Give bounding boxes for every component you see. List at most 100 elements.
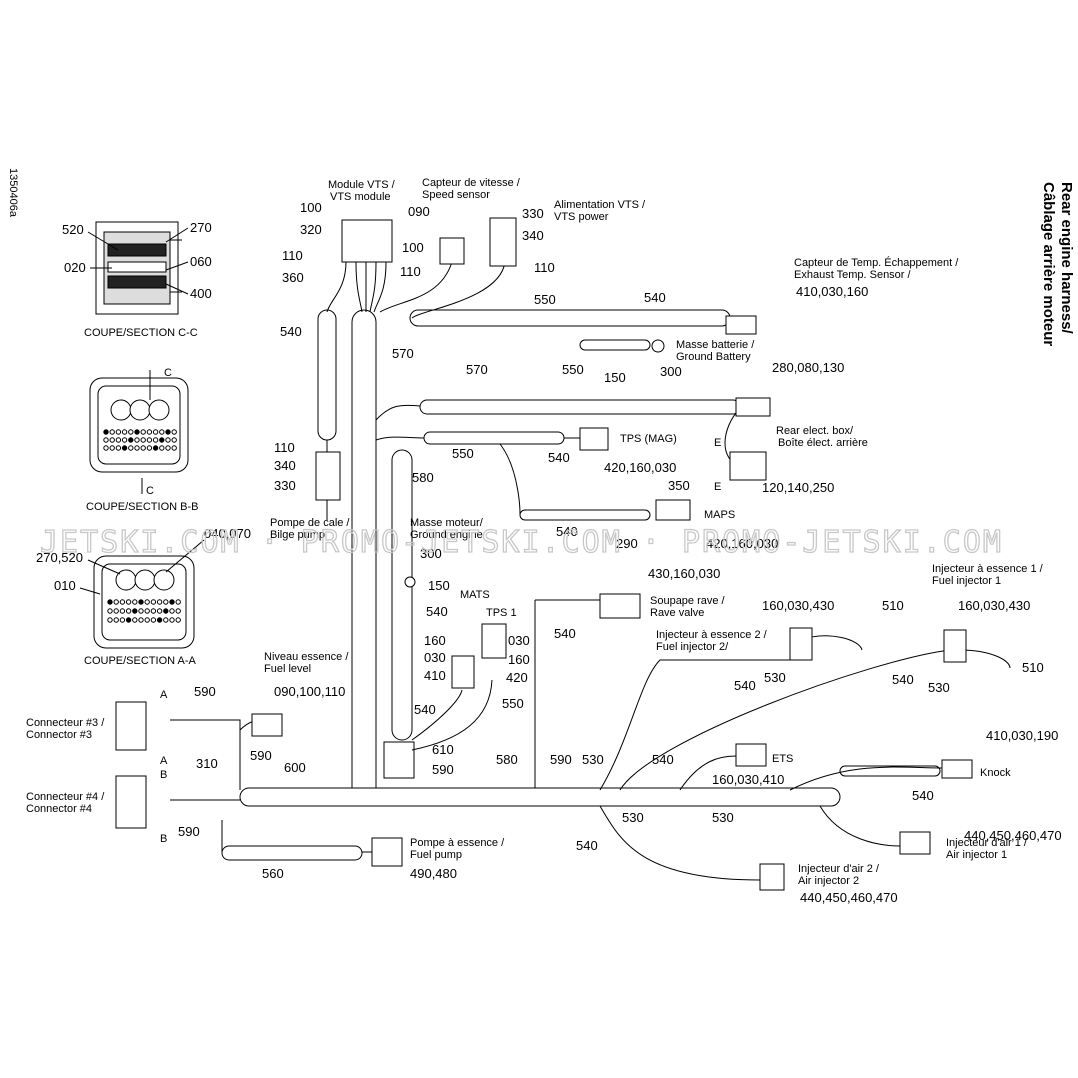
connector-pin	[138, 608, 144, 614]
callout-c090-100-110: 090,100,110	[274, 684, 345, 699]
callout-c530e: 530	[712, 810, 734, 825]
connector-4	[115, 775, 147, 829]
bilge-pump-en: Bilge pump	[270, 529, 325, 541]
connector-vts-110-340-330	[315, 451, 341, 501]
callout-c110d: 110	[274, 440, 295, 455]
rear-box-en: Rear elect. box/	[776, 425, 854, 437]
callout-c440-450-460-470a: 440,450,460,470	[964, 828, 1062, 843]
cc-part-020: 020	[64, 260, 86, 275]
connector-pin	[169, 599, 175, 605]
connector-rear-box	[729, 451, 767, 481]
air-injector-1-fr: Injecteur d'air 1 /	[946, 837, 1028, 849]
connector-pin	[175, 599, 181, 605]
speed-sensor-en: Speed sensor	[422, 189, 490, 201]
callout-c330a: 330	[522, 206, 544, 221]
callout-c340a: 340	[522, 228, 544, 243]
connector3-fr: Connecteur #3 /	[26, 717, 105, 729]
component-labels: Module VTS / VTS module Capteur de vites…	[26, 177, 1044, 887]
callout-c590c: 590	[250, 748, 272, 763]
letter-e-bottom: E	[714, 481, 721, 493]
callout-c320: 320	[300, 222, 322, 237]
ground-battery-en: Ground Battery	[676, 351, 751, 363]
cc-part-270: 270	[190, 220, 212, 235]
bilge-pump-fr: Pompe de cale /	[270, 517, 350, 529]
callout-c530a: 530	[764, 670, 786, 685]
callout-c150a: 150	[604, 370, 626, 385]
rear-box-fr: Boîte élect. arrière	[778, 437, 868, 449]
callout-c290: 290	[616, 536, 638, 551]
title-line2: Câblage arrière moteur	[1040, 182, 1057, 346]
connector-pin	[107, 599, 113, 605]
connector-pin	[146, 429, 153, 435]
letter-e-top: E	[714, 437, 721, 449]
vts-power-fr: Alimentation VTS /	[554, 199, 646, 211]
callout-c430-160-030: 430,160,030	[648, 566, 720, 581]
callout-c550d: 550	[502, 696, 524, 711]
connector-pin	[138, 617, 144, 623]
callout-c530c: 530	[582, 752, 604, 767]
harness-wires	[170, 261, 1011, 881]
connector-pin	[140, 445, 146, 451]
connector-pin	[134, 437, 140, 443]
connector-pin	[171, 445, 177, 451]
ground-battery-fr: Masse batterie /	[676, 339, 755, 351]
sleeve-610-590	[383, 741, 415, 779]
connector-speed-sensor	[439, 237, 465, 265]
callout-c540g: 540	[554, 626, 576, 641]
callout-c580a: 580	[412, 470, 434, 485]
fuel-level-en: Fuel level	[264, 663, 311, 675]
connector-pin	[109, 429, 115, 435]
fuel-injector-2-fr: Injecteur à essence 2 /	[656, 629, 768, 641]
doc-code: 1350406a	[7, 168, 19, 218]
callout-c310: 310	[196, 756, 218, 771]
connector-mats	[451, 655, 475, 689]
connector-pin	[152, 429, 159, 435]
callout-c540f: 540	[414, 702, 436, 717]
callout-c540a: 540	[644, 290, 666, 305]
callout-c300a: 300	[660, 364, 682, 379]
cc-part-060: 060	[190, 254, 212, 269]
callout-c420-160-030a: 420,160,030	[604, 460, 676, 475]
connector-fuel-pump	[371, 837, 403, 867]
connector-pin	[140, 437, 146, 443]
callout-c550c: 550	[452, 446, 474, 461]
callout-c560: 560	[262, 866, 284, 881]
fuel-pump-en: Fuel pump	[410, 849, 462, 861]
rave-valve-en: Rave valve	[650, 607, 704, 619]
connector-section-letters: A A B B E E	[160, 437, 721, 845]
callout-c360: 360	[282, 270, 304, 285]
exhaust-temp-en: Exhaust Temp. Sensor /	[794, 269, 912, 281]
connector-pin	[152, 445, 159, 451]
ground-engine-ring	[404, 576, 416, 588]
connector-pin	[171, 437, 177, 443]
tps-mag: TPS (MAG)	[620, 433, 677, 445]
vts-power-en: VTS power	[554, 211, 609, 223]
tube-main-lower	[239, 787, 841, 807]
callout-c570b: 570	[466, 362, 488, 377]
connector-pin	[103, 429, 109, 435]
speed-sensor-fr: Capteur de vitesse /	[422, 177, 521, 189]
letter-b-top: B	[160, 769, 167, 781]
connector-pin	[121, 437, 128, 443]
connector-pin	[169, 617, 175, 623]
connector-fuel-injector-2	[789, 627, 813, 661]
section-bb: C C COUPE/SECTION B-B	[86, 367, 198, 513]
callout-c570a: 570	[392, 346, 414, 361]
connector-pin	[134, 429, 140, 435]
connector-pin	[152, 437, 159, 443]
connector-pin	[144, 599, 150, 605]
connector-pin	[132, 599, 138, 605]
bb-letter-c-top: C	[164, 367, 172, 379]
callout-c280-080-130: 280,080,130	[772, 360, 844, 375]
callout-c580b: 580	[496, 752, 518, 767]
connector-pin	[119, 617, 126, 623]
rave-valve-fr: Soupape rave /	[650, 595, 726, 607]
connector-vts-module	[341, 219, 393, 263]
connector-pin	[113, 599, 119, 605]
connector-pin	[156, 608, 163, 614]
callout-c160-030-430a: 160,030,430	[762, 598, 834, 613]
callout-c330b: 330	[274, 478, 296, 493]
connector-pin	[138, 599, 144, 605]
callout-c440-450-460-470b: 440,450,460,470	[800, 890, 898, 905]
